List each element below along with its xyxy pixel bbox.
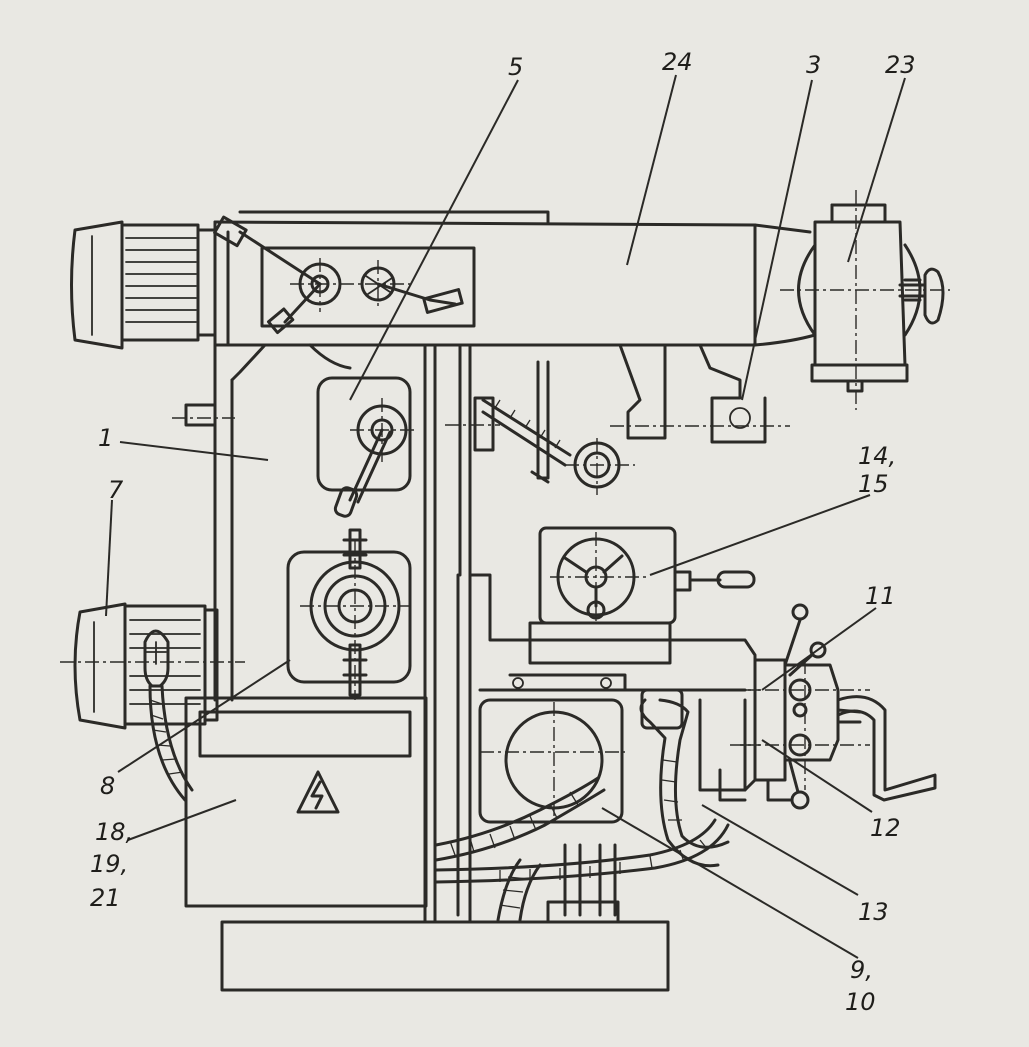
speed-gearbox-panel: [316, 376, 418, 518]
label-3: 3: [806, 51, 821, 79]
label-18: 18,: [95, 818, 133, 846]
feed-gearbox-panel: [286, 528, 412, 700]
machine-base: [220, 900, 670, 992]
label-12: 12: [870, 814, 901, 842]
leader-lines: [105, 74, 906, 959]
knee: [468, 573, 760, 824]
label-15: 15: [858, 470, 889, 498]
label-7: 7: [108, 476, 124, 504]
electrical-cabinet: [184, 696, 428, 908]
label-23: 23: [885, 51, 916, 79]
vertical-head: [780, 190, 950, 410]
label-1: 1: [98, 424, 113, 452]
overarm: [213, 210, 817, 347]
cables: [434, 688, 730, 922]
label-9: 9,: [850, 956, 873, 984]
label-11: 11: [865, 582, 896, 610]
label-8: 8: [100, 772, 115, 800]
label-24: 24: [662, 48, 693, 76]
label-13: 13: [858, 898, 889, 926]
arbor-supports: [530, 343, 790, 484]
label-14: 14,: [858, 442, 896, 470]
main-drive-motor: [70, 220, 217, 350]
label-5: 5: [508, 53, 523, 81]
table-feed-unit: [445, 396, 756, 665]
feed-motor: [60, 602, 245, 802]
label-21: 21: [90, 884, 121, 912]
label-19: 19,: [90, 850, 128, 878]
callout-labels: 5 24 3 23 1 7 14, 15 11 8 18, 19, 21 12 …: [90, 48, 916, 1016]
high-voltage-warning-icon: [296, 770, 340, 814]
side-controls: [740, 603, 937, 810]
label-10: 10: [845, 988, 876, 1016]
